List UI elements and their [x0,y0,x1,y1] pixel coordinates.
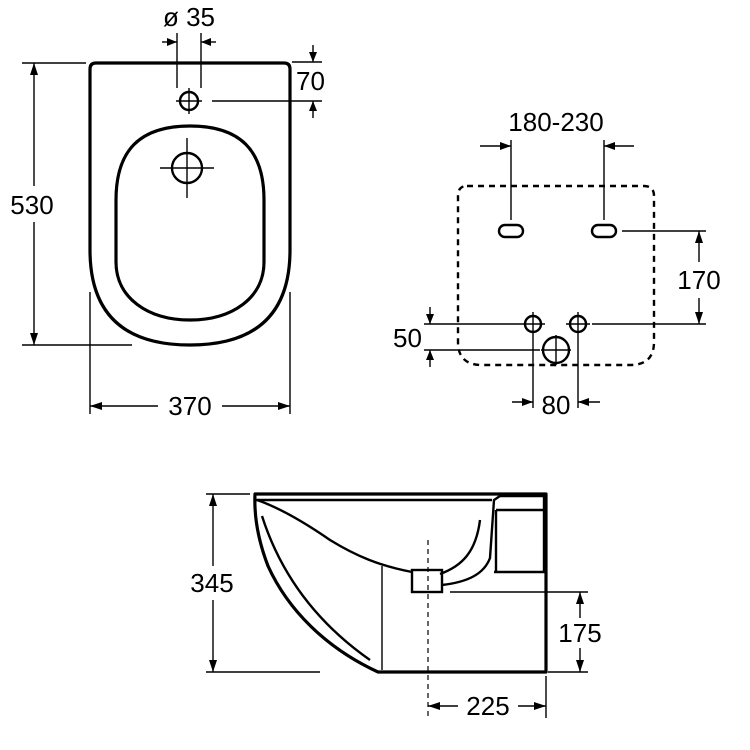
hole-offset-dimension: 70 [212,45,325,118]
fixing-slot-left [497,223,525,239]
side-view: 345 175 225 [190,492,602,721]
fixing-slot-right [590,223,618,239]
outlet-depth-label: 225 [466,691,509,721]
bowl-outline [88,61,292,347]
rear-view: 180-230 170 50 [393,107,721,420]
rear-block [441,494,546,587]
overall-length-dimension: 530 [10,62,132,346]
overall-width-dimension: 370 [89,292,291,421]
outlet-height-dimension: 175 [450,591,602,673]
bowl-inner-curve [256,498,413,574]
top-view: ø 35 70 530 [10,2,325,421]
overall-height-label: 345 [190,568,233,598]
hole-diameter-label: ø 35 [163,2,215,32]
fixing-height-label: 170 [677,265,720,295]
outlet-height-label: 175 [558,618,601,648]
fixing-spacing-label: 180-230 [508,107,603,137]
rear-block-details [439,508,544,576]
overall-height-dimension: 345 [190,493,320,673]
connection-spacing-dimension: 80 [512,336,600,420]
drain-hole [160,138,214,198]
fixing-spacing-dimension: 180-230 [480,107,634,220]
hole-diameter-dimension: ø 35 [162,2,216,88]
tap-hole [176,88,202,114]
fixing-height-dimension: 170 [592,230,721,325]
outlet-pipe [410,568,444,594]
basin-opening [114,124,266,322]
supply-hole-right [566,312,590,336]
side-outline [253,492,548,674]
hole-offset-label: 70 [296,66,325,96]
waste-outlet [541,335,571,365]
rear-outline [456,184,656,367]
connection-offset-label: 50 [393,323,422,353]
bowl-inner-wall [260,515,371,661]
overall-length-label: 530 [10,190,53,220]
overall-width-label: 370 [168,391,211,421]
outlet-depth-dimension: 225 [428,676,547,721]
connection-spacing-label: 80 [542,390,571,420]
connection-offset-dimension: 50 [393,307,540,367]
supply-hole-left [521,312,545,336]
